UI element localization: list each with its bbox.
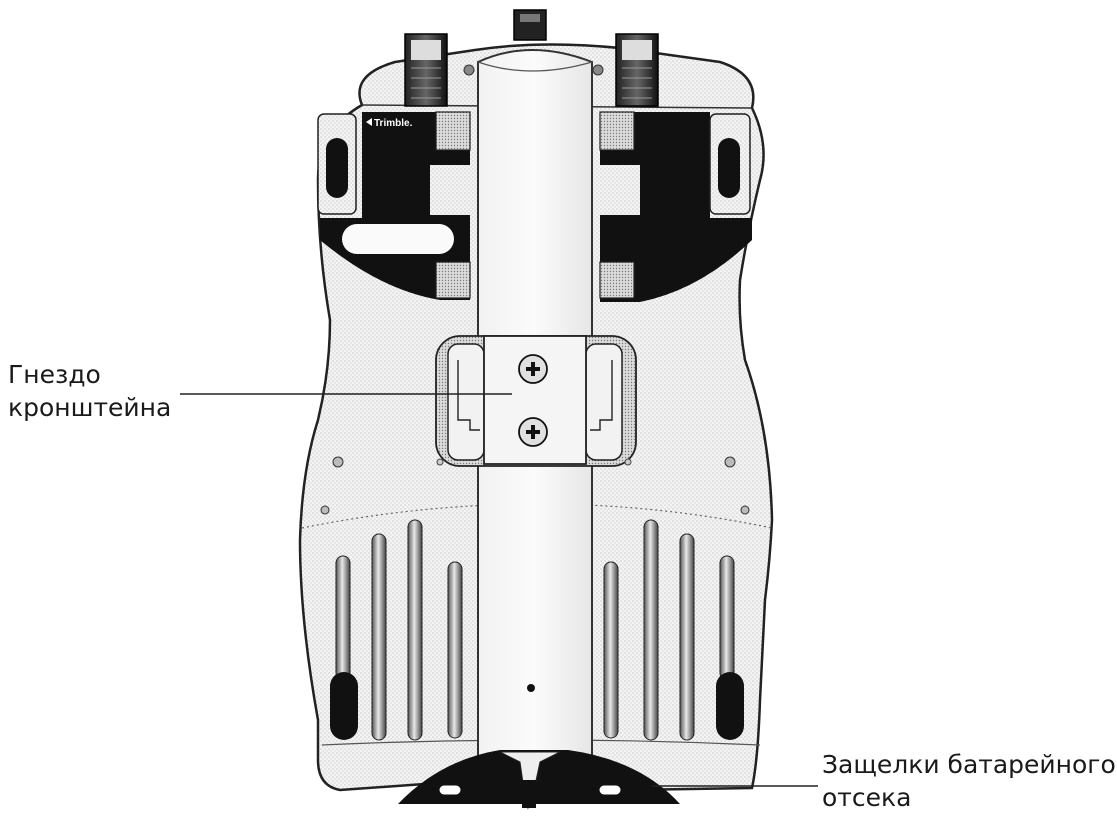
upper-left-panel [317,111,471,300]
antenna-connector-left [404,33,448,107]
callout-mount-line2: кронштейна [8,393,172,422]
callout-latches-line2: отсека [822,783,912,812]
vent-slots-right [603,519,744,741]
screw-icon [518,354,548,384]
center-hole [527,684,535,692]
vent-slots-left [330,519,463,741]
strap-slot-left [326,138,348,198]
strap-slot-right [718,138,740,198]
foot-pad-left [330,672,358,740]
upper-right-panel [599,111,752,302]
center-connector-icon [513,9,547,41]
callout-mount-socket: Гнездо кронштейна [8,358,171,424]
callout-latches-line1: Защелки батарейного [822,750,1116,779]
foot-pad-right [716,672,744,740]
battery-latches [398,750,680,810]
screw-icon [518,417,548,447]
brand-logo-text: Trimble. [374,118,413,129]
antenna-connector-right [615,33,659,107]
brand-logo: Trimble. [366,118,413,129]
callout-mount-line1: Гнездо [8,360,101,389]
callout-battery-latches: Защелки батарейного отсека [822,748,1116,814]
handle-slot-left [342,224,454,254]
mount-socket [435,335,637,467]
